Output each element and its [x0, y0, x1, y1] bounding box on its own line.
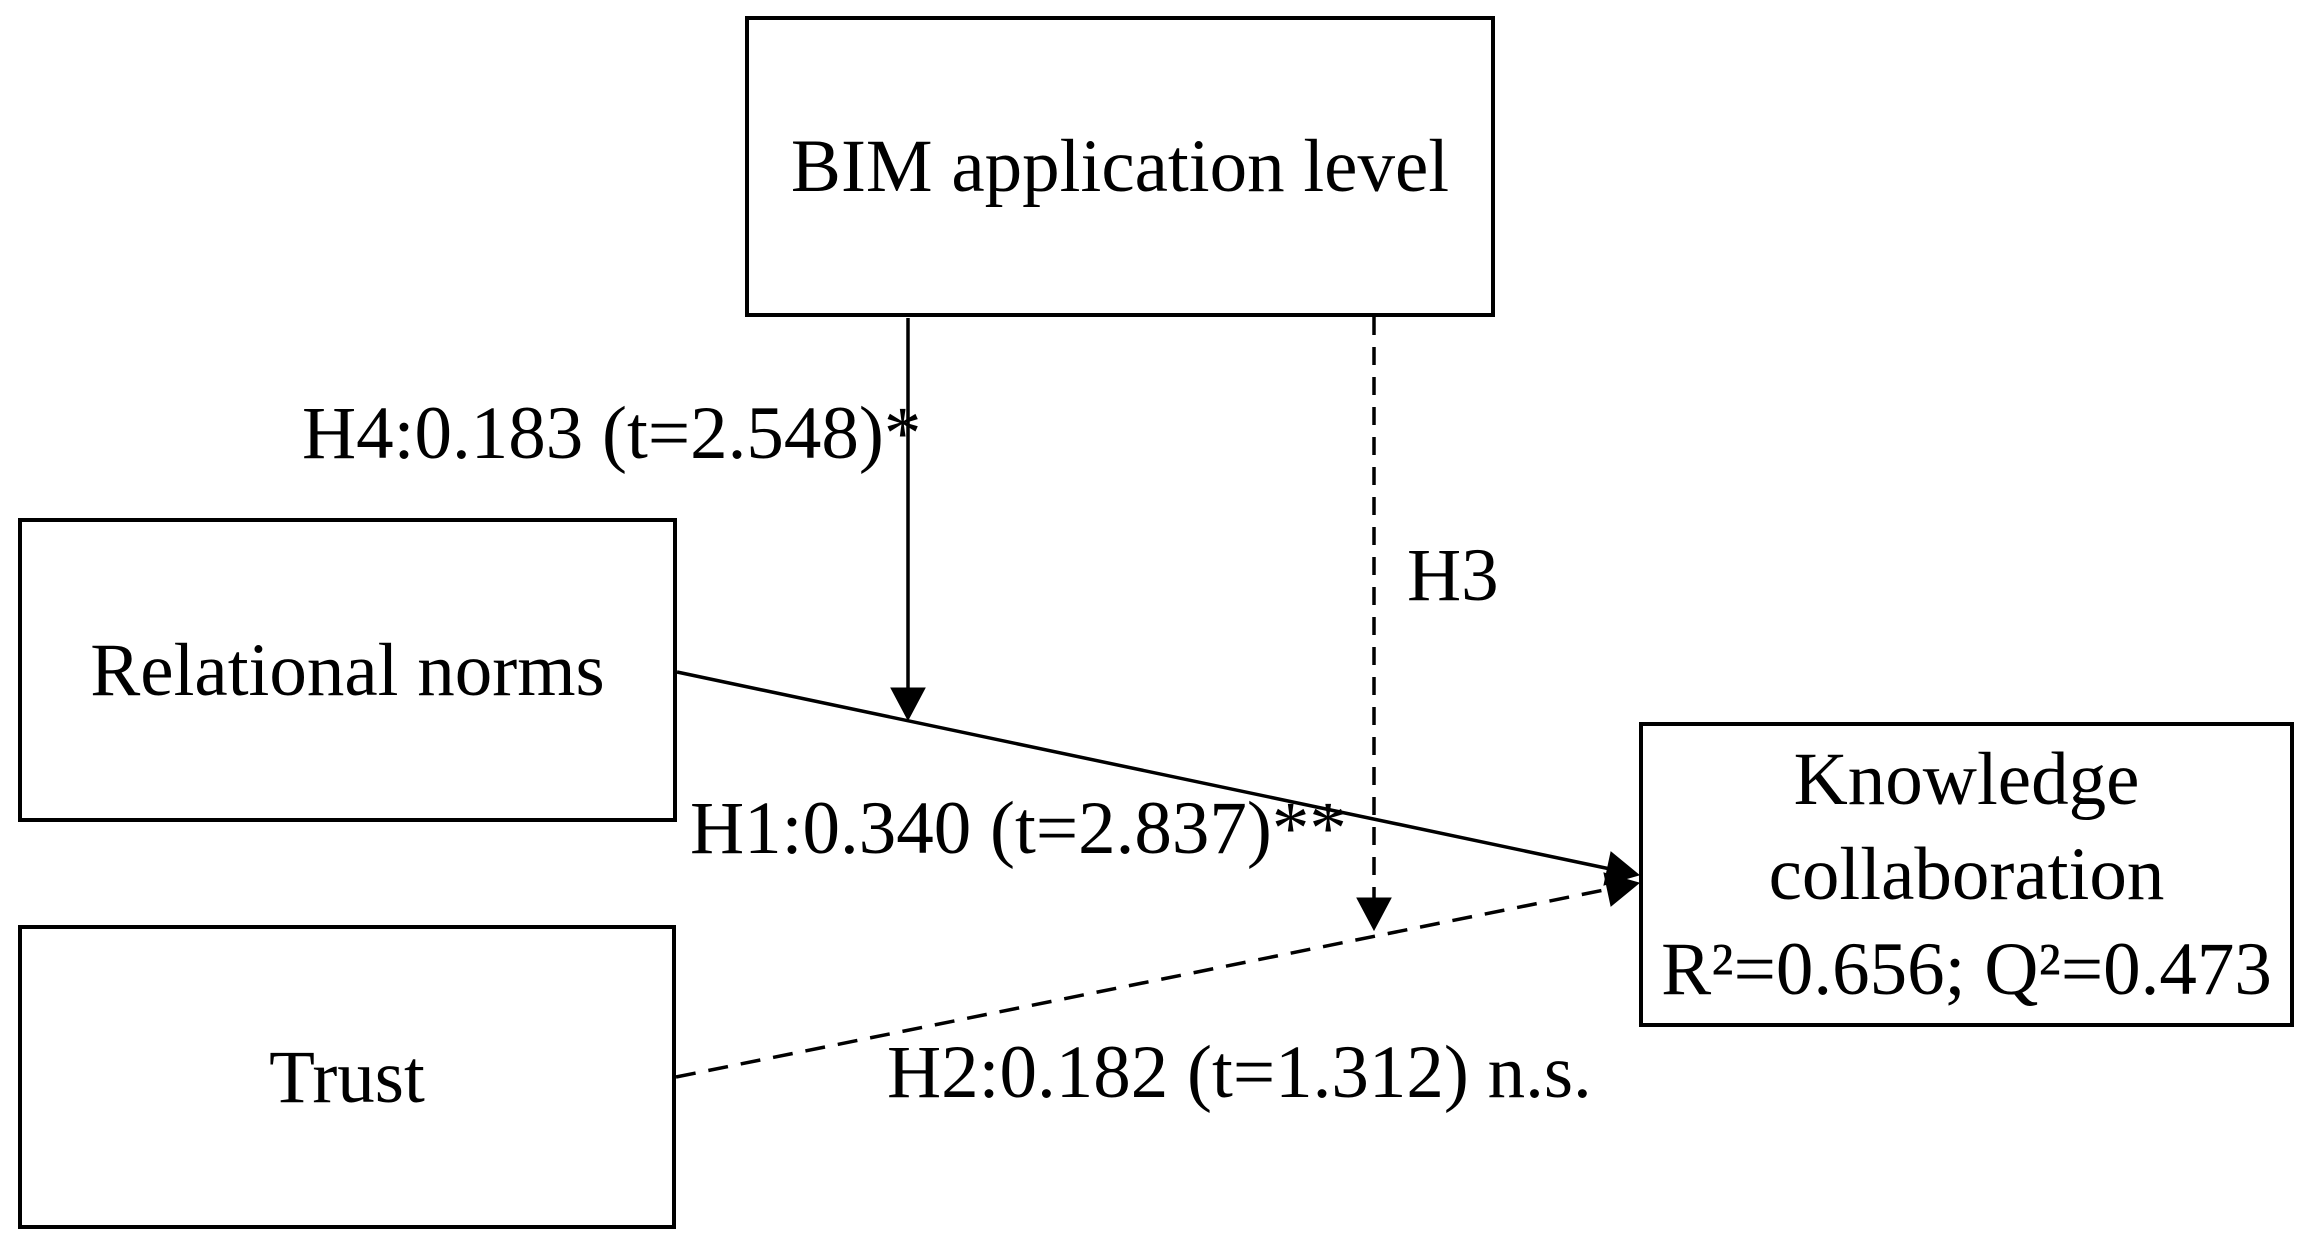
edge-h1-label: H1:0.340 (t=2.837)**: [690, 787, 1347, 870]
edge-h3-label: H3: [1407, 534, 1499, 617]
node-knowledge-collaboration: Knowledge collaboration R²=0.656; Q²=0.4…: [1639, 722, 2294, 1027]
edge-h3-arrowhead: [1356, 897, 1392, 932]
node-knowledge-collaboration-label-line2: collaboration: [1768, 833, 2165, 916]
node-knowledge-collaboration-stats: R²=0.656; Q²=0.473: [1661, 928, 2272, 1011]
node-bim-label: BIM application level: [790, 125, 1450, 208]
edge-h4-arrowhead: [890, 687, 926, 722]
node-trust: Trust: [18, 925, 676, 1229]
node-trust-label: Trust: [269, 1035, 425, 1119]
node-knowledge-collaboration-label-line1: Knowledge: [1793, 738, 2140, 821]
node-relational-norms: Relational norms: [18, 518, 677, 822]
edge-h2-arrowhead: [1603, 872, 1641, 907]
node-bim: BIM application level: [745, 16, 1495, 317]
edge-h4-label: H4:0.183 (t=2.548)*: [302, 392, 922, 475]
edge-h2-label: H2:0.182 (t=1.312) n.s.: [887, 1031, 1592, 1114]
edge-h1-line: [676, 670, 1635, 876]
node-relational-norms-label: Relational norms: [90, 628, 605, 712]
